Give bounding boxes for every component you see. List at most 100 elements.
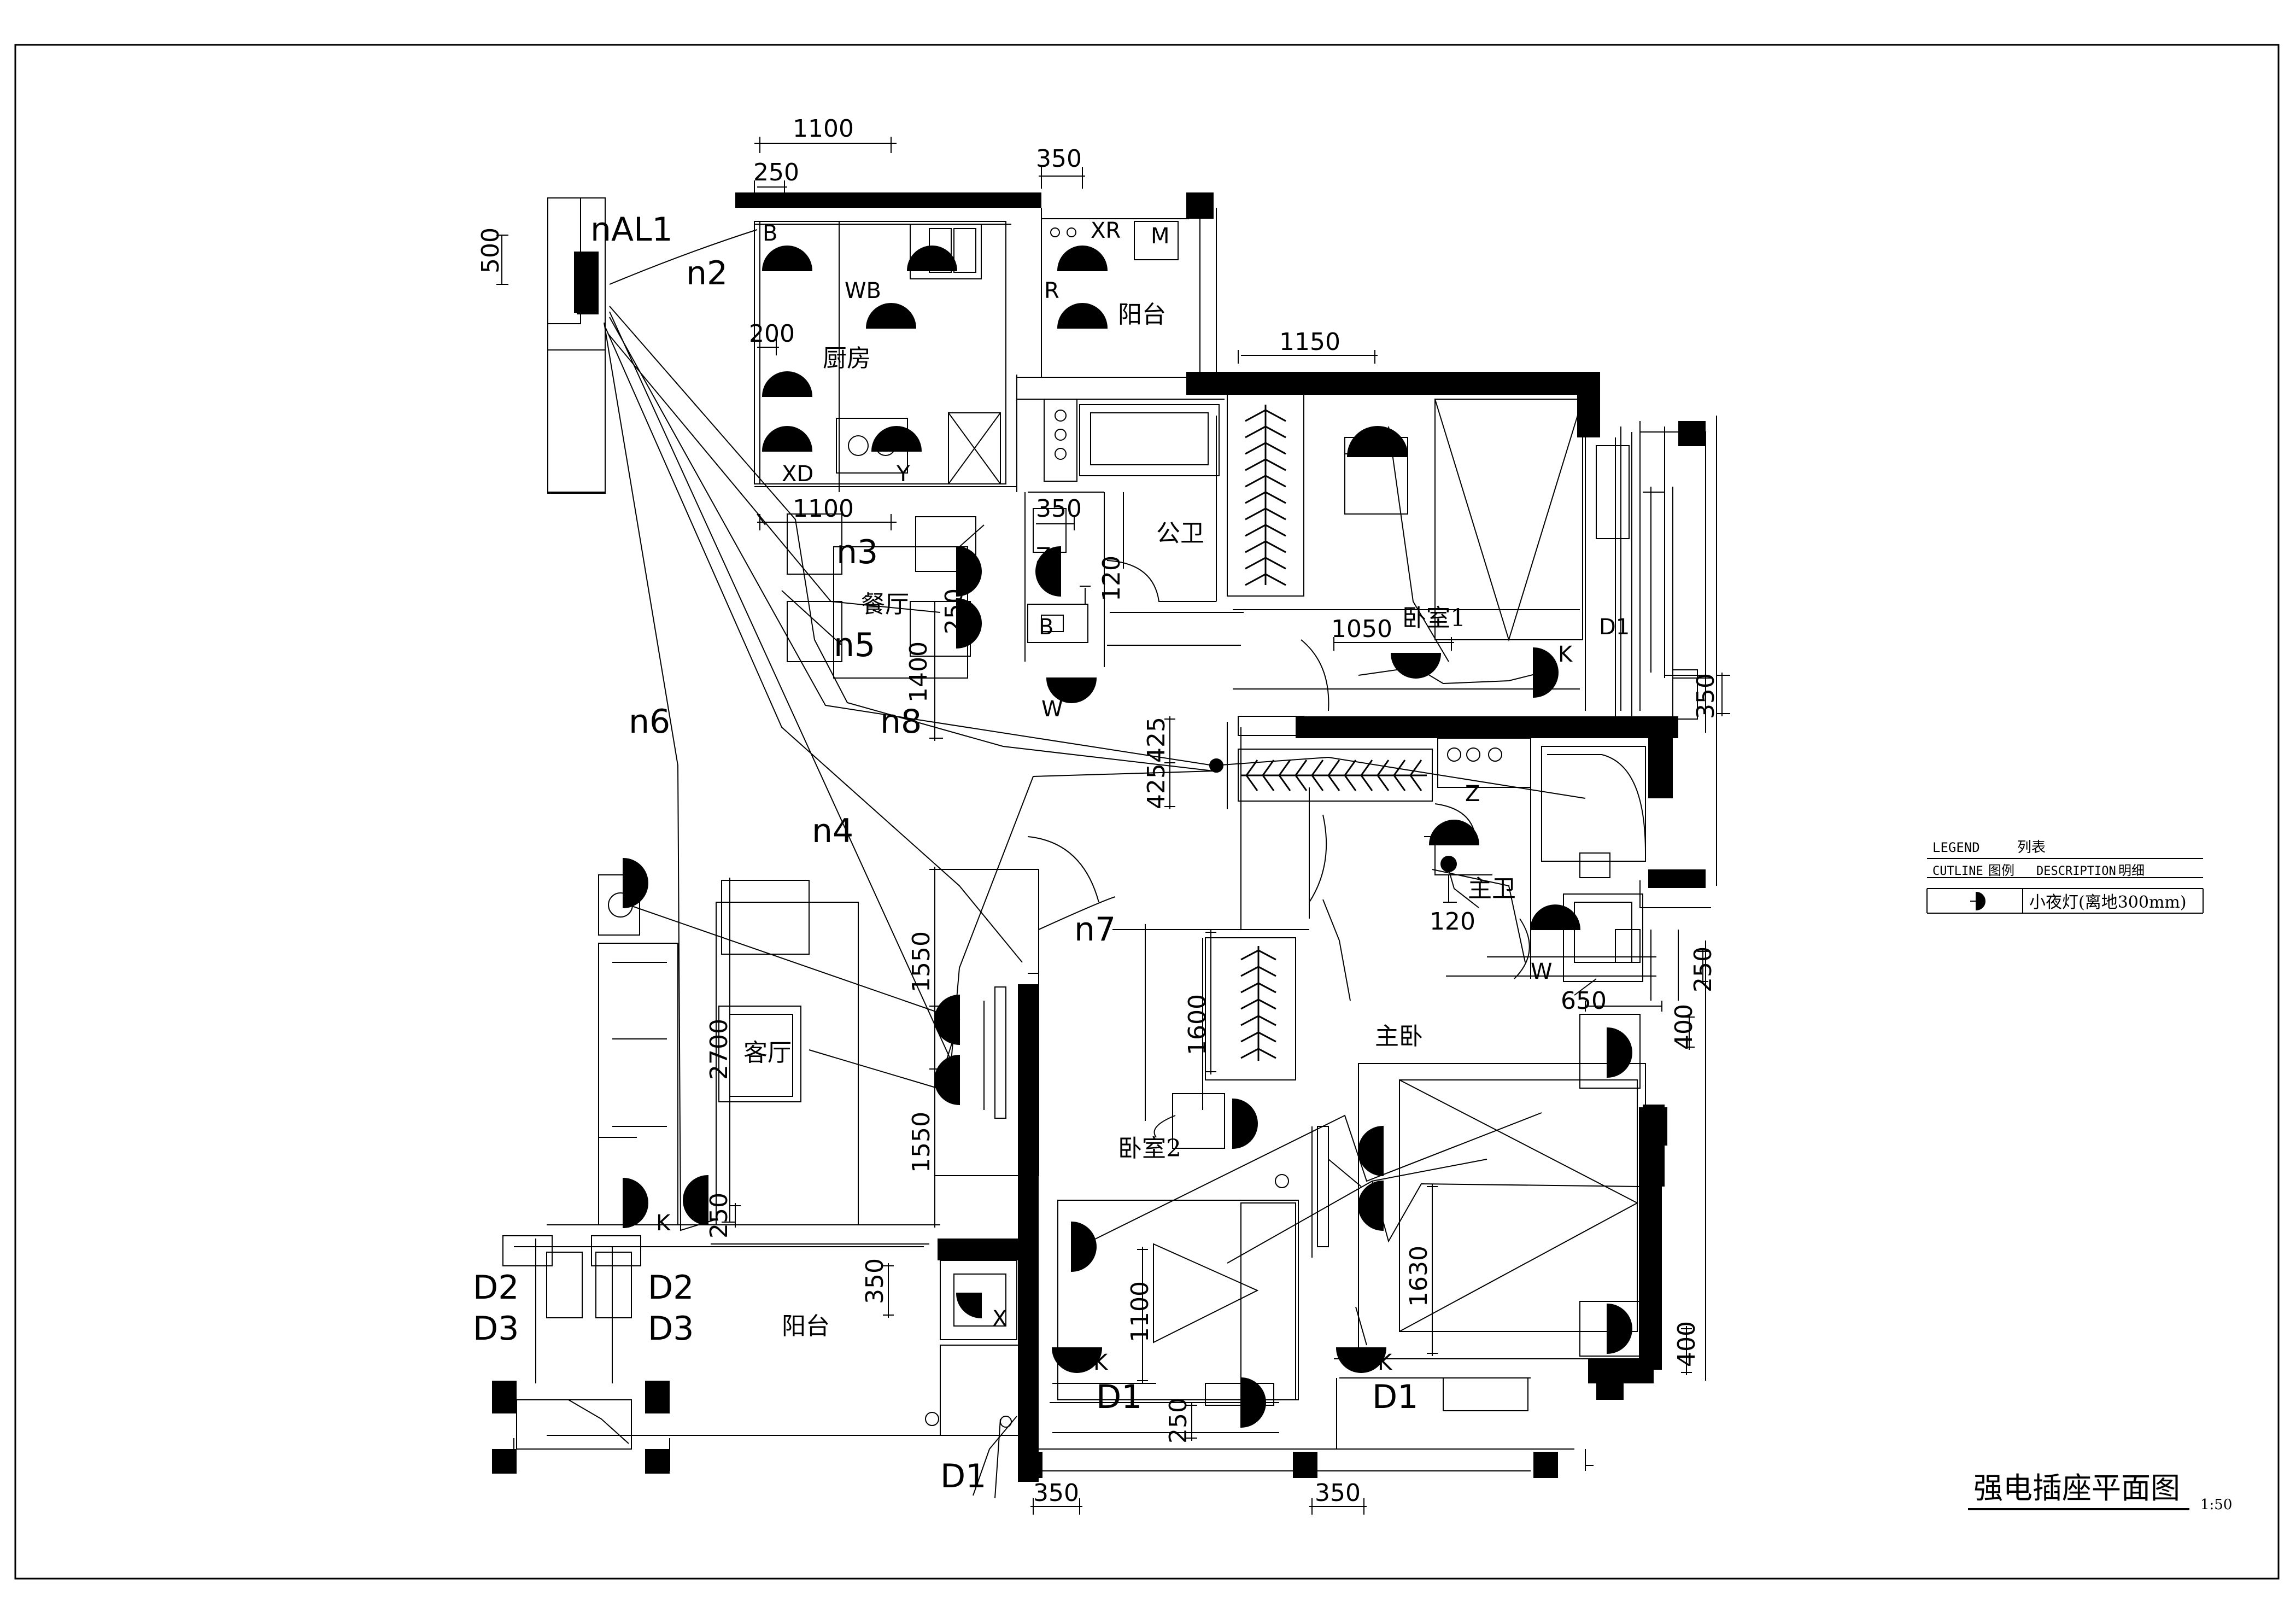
circuit-n8: n8 bbox=[880, 703, 922, 741]
code-b2: B bbox=[1039, 615, 1053, 640]
circuit-n6: n6 bbox=[629, 703, 670, 741]
code-d1-master: D1 bbox=[1372, 1378, 1418, 1416]
distribution-panel bbox=[574, 252, 599, 313]
dim-master-bath-250: 250 bbox=[1689, 947, 1717, 992]
dim-master-1630: 1630 bbox=[1405, 1246, 1433, 1307]
legend-title-en: LEGEND bbox=[1932, 840, 1980, 855]
panel-labels: nAL1 500 bbox=[477, 211, 673, 273]
dim-bed2-1600: 1600 bbox=[1184, 994, 1211, 1055]
code-xr: XR bbox=[1091, 218, 1121, 243]
code-xd: XD bbox=[782, 462, 813, 487]
dim-bottom-350a: 350 bbox=[1033, 1479, 1079, 1507]
title-block: 强电插座平面图 1:50 bbox=[1968, 1471, 2232, 1513]
room-living: 客厅 bbox=[743, 1039, 792, 1067]
legend-header-cn: 图例 bbox=[1988, 863, 2014, 878]
room-kitchen: 厨房 bbox=[823, 344, 871, 372]
dim-bottom-350b: 350 bbox=[1315, 1479, 1361, 1507]
dim-bedroom1-350: 350 bbox=[1692, 673, 1720, 719]
structural-walls bbox=[492, 192, 1706, 1482]
dim-balcony-top: 350 bbox=[1036, 145, 1082, 173]
dim-hall-425b: 425 bbox=[1143, 763, 1170, 809]
dim-living-1550a: 1550 bbox=[907, 931, 935, 992]
code-w2: W bbox=[1531, 959, 1553, 984]
room-dining: 餐厅 bbox=[861, 591, 909, 618]
room-balcony-south: 阳台 bbox=[782, 1312, 830, 1340]
code-d1-bed2: D1 bbox=[1096, 1378, 1142, 1416]
code-wb: WB bbox=[845, 278, 881, 303]
legend-header-en: CUTLINE bbox=[1932, 864, 1983, 878]
circuit-n7: n7 bbox=[1074, 910, 1116, 949]
code-k-master: K bbox=[1378, 1350, 1393, 1375]
dim-dining-250: 250 bbox=[940, 588, 968, 634]
sheet-border bbox=[14, 44, 2280, 1580]
code-k-bed2: K bbox=[1093, 1350, 1109, 1375]
legend-row-description: 小夜灯(离地300mm) bbox=[2029, 893, 2187, 912]
room-bedroom2: 卧室2 bbox=[1118, 1135, 1181, 1162]
drawing-title: 强电插座平面图 bbox=[1973, 1471, 2180, 1505]
wardrobe-hangers bbox=[1240, 405, 1427, 1061]
code-b: B bbox=[763, 221, 777, 246]
dim-bed2-250: 250 bbox=[1164, 1398, 1192, 1444]
dim-bath-120: 120 bbox=[1098, 556, 1126, 601]
code-w1: W bbox=[1041, 697, 1063, 722]
code-x-balcony: X bbox=[992, 1306, 1007, 1331]
code-d1-north: D1 bbox=[1599, 615, 1630, 640]
dim-master-650: 650 bbox=[1561, 987, 1607, 1015]
socket-codes: B WB XR R M XD Y Z B W K D1 Z W K D2 D3 … bbox=[473, 218, 1630, 1496]
circuit-labels: n2 n3 n5 n8 n6 n4 n7 bbox=[629, 254, 1116, 949]
circuit-n3: n3 bbox=[836, 533, 878, 571]
code-d1-balcony: D1 bbox=[940, 1457, 986, 1496]
code-k1: K bbox=[1558, 642, 1573, 667]
dim-bed2-1100: 1100 bbox=[1126, 1281, 1154, 1342]
dim-living-2700: 2700 bbox=[705, 1019, 733, 1080]
legend-table: LEGEND 列表 CUTLINE 图例 DESCRIPTION 明细 小夜灯(… bbox=[1926, 839, 2204, 914]
dim-bedroom1-1050: 1050 bbox=[1331, 615, 1392, 643]
room-labels: 厨房 阳台 餐厅 公卫 卧室1 主卫 客厅 卧室2 主卧 阳台 bbox=[743, 301, 1516, 1340]
dim-dining-1400: 1400 bbox=[905, 641, 933, 703]
plan-linework bbox=[502, 197, 1717, 1471]
dim-living-250: 250 bbox=[705, 1193, 733, 1239]
legend-header2-en: DESCRIPTION bbox=[2036, 864, 2116, 878]
drawing-scale: 1:50 bbox=[2200, 1497, 2232, 1513]
circuit-n2: n2 bbox=[686, 254, 728, 293]
room-public-bath: 公卫 bbox=[1156, 519, 1204, 547]
room-master-bed: 主卧 bbox=[1375, 1023, 1423, 1050]
code-m: M bbox=[1151, 224, 1170, 249]
code-d2-right: D2 bbox=[648, 1269, 694, 1307]
dim-kitchen-200: 200 bbox=[749, 320, 795, 348]
code-r: R bbox=[1044, 278, 1059, 303]
socket-symbols bbox=[623, 246, 1632, 1428]
code-d2-left: D2 bbox=[473, 1269, 519, 1307]
dim-master-bath-120: 120 bbox=[1430, 908, 1475, 936]
dim-bedroom1-top: 1150 bbox=[1279, 328, 1340, 356]
code-z2: Z bbox=[1465, 781, 1480, 807]
dim-bath-350: 350 bbox=[1036, 495, 1082, 523]
dim-balcony-350: 350 bbox=[861, 1258, 889, 1304]
dimension-text: 1100 250 350 200 1100 1150 350 120 250 1… bbox=[705, 115, 1720, 1507]
circuit-wiring bbox=[604, 229, 1641, 1499]
dim-living-1550b: 1550 bbox=[907, 1112, 935, 1173]
dim-master-400a: 400 bbox=[1670, 1004, 1698, 1050]
dim-kitchen-bottom: 1100 bbox=[793, 495, 854, 523]
dimension-lines bbox=[496, 137, 1730, 1515]
panel-label: nAL1 bbox=[590, 211, 673, 249]
circuit-n4: n4 bbox=[812, 812, 853, 850]
circuit-n5: n5 bbox=[834, 626, 875, 664]
code-z1: Z bbox=[1036, 544, 1051, 569]
code-d3-right: D3 bbox=[648, 1310, 694, 1348]
room-bedroom1: 卧室1 bbox=[1402, 604, 1466, 632]
panel-dim: 500 bbox=[477, 227, 505, 273]
code-y: Y bbox=[896, 462, 910, 487]
dim-kitchen-top: 1100 bbox=[793, 115, 854, 143]
room-balcony-north: 阳台 bbox=[1118, 301, 1166, 329]
room-master-bath: 主卫 bbox=[1468, 875, 1516, 903]
dim-kitchen-left: 250 bbox=[753, 159, 799, 186]
dim-hall-425a: 425 bbox=[1143, 717, 1170, 763]
night-light-symbol-icon bbox=[1976, 891, 1985, 911]
dim-master-400b: 400 bbox=[1673, 1321, 1701, 1367]
code-d3-left: D3 bbox=[473, 1310, 519, 1348]
code-k-living: K bbox=[656, 1211, 671, 1236]
legend-header2-cn: 明细 bbox=[2118, 863, 2145, 878]
legend-title-cn: 列表 bbox=[2017, 839, 2046, 856]
